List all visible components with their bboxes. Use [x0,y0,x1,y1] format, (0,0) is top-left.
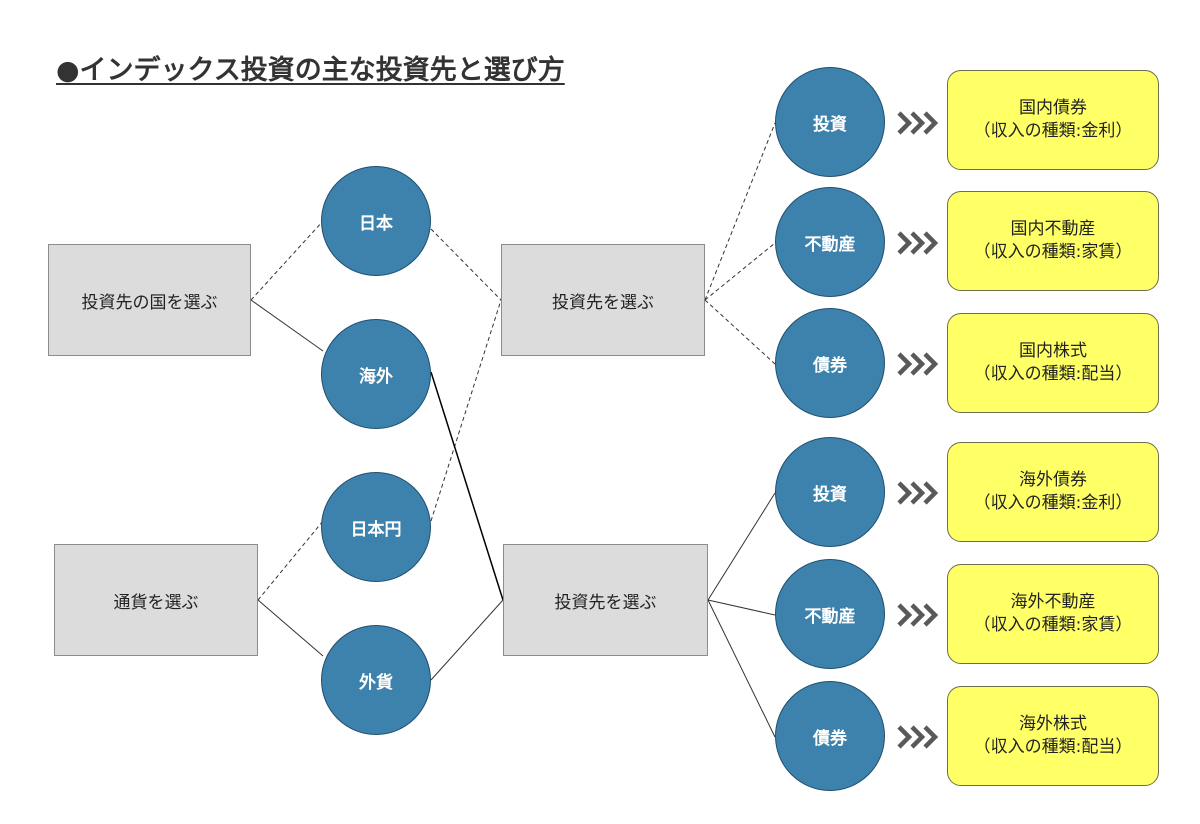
choose-currency-label: 通貨を選ぶ [113,592,199,613]
domestic-stock-label: 投資 [813,114,847,135]
overseas-realestate-label: 不動産 [804,606,856,627]
currency-jpy-label: 日本円 [350,519,402,540]
result-name: 国内不動産 [1010,219,1096,240]
result-name: 海外債券 [1019,470,1087,491]
result-domestic-bond: 国内債券 （収入の種類:金利） [947,70,1159,170]
result-income: （収入の種類:家賃） [973,242,1133,262]
page-title: ●インデックス投資の主な投資先と選び方 [56,55,565,86]
triple-chevron-right-icon [897,603,939,627]
result-overseas-stock: 海外株式 （収入の種類:配当） [947,686,1159,786]
connector-japan-target [430,228,502,301]
choose-target-overseas-label: 投資先を選ぶ [554,592,657,613]
domestic-bond-label: 債券 [813,355,847,376]
result-name: 海外株式 [1019,714,1087,735]
result-name: 国内株式 [1019,341,1087,362]
currency-jpy-circle: 日本円 [321,472,431,582]
connector-foreign-target [430,599,504,681]
overseas-bond-circle: 債券 [775,681,885,791]
choose-country-box: 投資先の国を選ぶ [48,244,251,356]
choose-target-domestic-label: 投資先を選ぶ [552,292,654,313]
currency-foreign-label: 外貨 [359,672,393,693]
connector-overseas-stock [707,492,776,601]
country-overseas-circle: 海外 [321,319,431,429]
choose-target-domestic-box: 投資先を選ぶ [501,244,705,356]
connector-country-overseas [250,299,324,352]
triple-chevron-right-icon [897,111,939,135]
result-overseas-realestate: 海外不動産 （収入の種類:家賃） [947,564,1159,664]
overseas-realestate-circle: 不動産 [775,559,885,669]
domestic-bond-circle: 債券 [775,308,885,418]
result-income: （収入の種類:家賃） [973,615,1133,635]
domestic-realestate-circle: 不動産 [775,187,885,297]
choose-target-overseas-box: 投資先を選ぶ [503,544,708,656]
result-income: （収入の種類:金利） [973,493,1133,513]
choose-country-label: 投資先の国を選ぶ [81,292,218,313]
connector-currency-foreign [257,599,324,657]
triple-chevron-right-icon [897,352,939,376]
connector-overseas-bond [707,599,776,738]
connector-overseas-target [430,371,504,601]
domestic-stock-circle: 投資 [775,67,885,177]
result-name: 海外不動産 [1010,592,1096,613]
triple-chevron-right-icon [897,231,939,255]
result-name: 国内債券 [1019,98,1087,119]
connector-overseas-realestate [707,599,776,616]
result-income: （収入の種類:配当） [973,737,1133,757]
result-domestic-realestate: 国内不動産 （収入の種類:家賃） [947,191,1159,291]
triple-chevron-right-icon [897,725,939,749]
connector-currency-jpy [257,520,324,601]
connector-domestic-bond [704,299,776,365]
domestic-realestate-label: 不動産 [804,234,856,255]
country-japan-label: 日本 [359,213,393,234]
currency-foreign-circle: 外貨 [321,625,431,735]
result-income: （収入の種類:金利） [973,121,1133,141]
choose-currency-box: 通貨を選ぶ [54,544,258,656]
overseas-bond-label: 債券 [813,728,847,749]
result-income: （収入の種類:配当） [973,364,1133,384]
connector-jpy-target [430,299,502,522]
result-overseas-bond: 海外債券 （収入の種類:金利） [947,442,1159,542]
connector-domestic-realestate [704,242,776,301]
result-domestic-stock: 国内株式 （収入の種類:配当） [947,313,1159,413]
country-overseas-label: 海外 [359,366,393,387]
connector-domestic-stock [704,122,776,301]
triple-chevron-right-icon [897,481,939,505]
connector-country-japan [250,220,324,301]
overseas-stock-label: 投資 [813,484,847,505]
country-japan-circle: 日本 [321,166,431,276]
overseas-stock-circle: 投資 [775,437,885,547]
